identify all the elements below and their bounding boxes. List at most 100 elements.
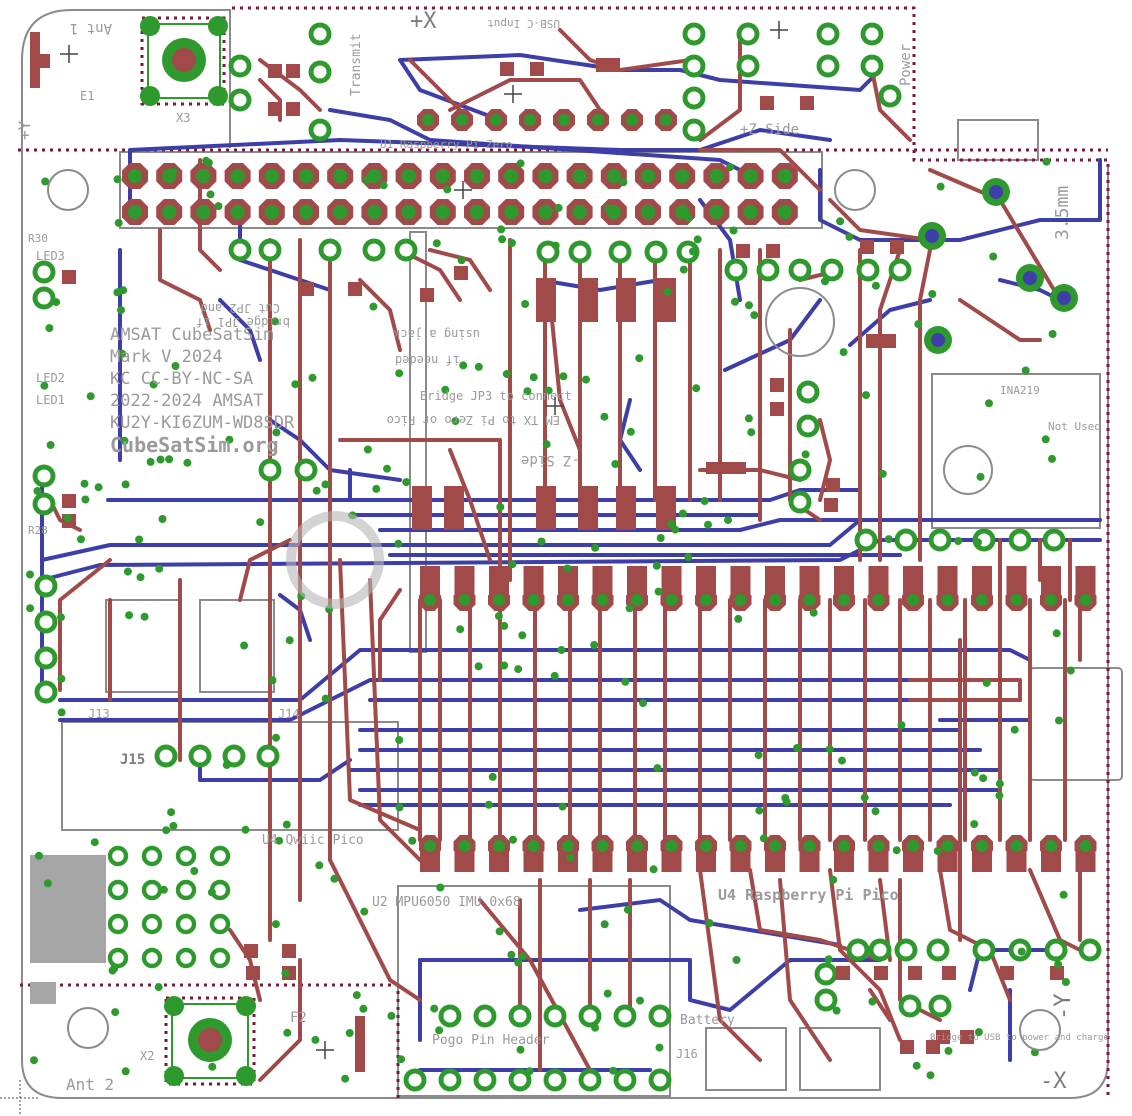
via-icon bbox=[591, 543, 600, 552]
via-icon bbox=[926, 1071, 935, 1080]
pad-icon bbox=[788, 258, 812, 282]
pad-hole bbox=[975, 839, 989, 853]
mark-version: Mark V 2024 bbox=[110, 347, 223, 367]
pad-icon bbox=[308, 22, 332, 46]
not-used-label: Not Used bbox=[1048, 420, 1101, 433]
mounting-pad bbox=[30, 982, 56, 1004]
pad-hole bbox=[768, 839, 782, 853]
smd-pad bbox=[454, 566, 475, 596]
pad-hole bbox=[872, 593, 885, 607]
pad-icon bbox=[814, 962, 838, 986]
via-icon bbox=[1010, 725, 1019, 734]
pad-hole bbox=[777, 204, 792, 220]
via-icon bbox=[240, 641, 249, 650]
via-icon bbox=[312, 486, 321, 495]
pad-icon bbox=[854, 528, 878, 552]
via-icon bbox=[516, 159, 525, 168]
silkscreen-labels: Ant 1 Ant 2 Transmit Power USB-C Input +… bbox=[15, 9, 1109, 1094]
marker-pads bbox=[30, 32, 746, 1072]
j15-label: J15 bbox=[120, 752, 145, 768]
pad-icon bbox=[175, 947, 197, 969]
via-icon bbox=[281, 969, 290, 978]
via-icon bbox=[514, 665, 523, 674]
pad-icon bbox=[141, 947, 163, 969]
via-icon bbox=[871, 807, 880, 816]
bridge-jp1-note: bridge JP1 if bbox=[196, 315, 290, 329]
transmit-label: Transmit bbox=[349, 33, 364, 96]
via-icon bbox=[80, 479, 89, 488]
pad-icon bbox=[578, 1068, 602, 1092]
via-icon bbox=[108, 966, 117, 975]
mounting-hole-icon bbox=[1019, 1009, 1061, 1051]
pad-hole bbox=[837, 839, 851, 853]
led1-label: LED1 bbox=[36, 393, 65, 407]
jack-hole bbox=[931, 333, 945, 347]
via-icon bbox=[995, 779, 1004, 788]
smd-pad bbox=[937, 566, 958, 596]
via-icon bbox=[271, 920, 280, 929]
via-icon bbox=[383, 464, 391, 473]
via-icon bbox=[656, 534, 665, 542]
smd-pad bbox=[244, 944, 258, 958]
via-icon bbox=[1052, 629, 1061, 638]
via-icon bbox=[1061, 978, 1070, 986]
side-x-plus-label: +X bbox=[410, 9, 437, 34]
via-icon bbox=[744, 414, 753, 423]
j13-label: J13 bbox=[88, 707, 110, 721]
pad-icon bbox=[1078, 938, 1102, 962]
pad-hole bbox=[527, 839, 540, 853]
pad-hole bbox=[1010, 593, 1023, 607]
via-icon bbox=[52, 298, 61, 307]
pad-icon bbox=[682, 118, 706, 142]
smd-pad bbox=[530, 62, 544, 76]
pad-hole bbox=[538, 168, 553, 184]
pad-icon bbox=[438, 1004, 462, 1028]
pad-hole bbox=[492, 839, 506, 853]
via-icon bbox=[57, 674, 66, 683]
pad-hole bbox=[527, 593, 540, 607]
power-label: Power bbox=[898, 44, 914, 86]
pad-icon bbox=[816, 54, 840, 78]
via-icon bbox=[77, 535, 85, 544]
via-icon bbox=[509, 835, 517, 844]
via-icon bbox=[692, 384, 701, 393]
via-icon bbox=[829, 875, 838, 884]
via-icon bbox=[395, 803, 404, 812]
via-icon bbox=[369, 302, 378, 311]
via-icon bbox=[321, 694, 330, 703]
smd-pad bbox=[606, 58, 620, 72]
pad-icon bbox=[788, 490, 812, 514]
via-icon bbox=[372, 484, 381, 493]
pad-icon bbox=[608, 240, 632, 264]
via-icon bbox=[653, 764, 662, 773]
via-icon bbox=[542, 440, 551, 449]
via-icon bbox=[559, 372, 568, 381]
pad-icon bbox=[394, 238, 418, 262]
pad-hole bbox=[572, 168, 587, 184]
via-icon bbox=[360, 907, 369, 916]
via-icon bbox=[459, 361, 468, 370]
smd-pad bbox=[661, 566, 682, 596]
via-icon bbox=[566, 853, 575, 862]
via-icon bbox=[321, 480, 330, 489]
pad-hole bbox=[734, 593, 747, 607]
pad-icon bbox=[928, 994, 952, 1018]
via-icon bbox=[636, 996, 644, 1005]
pad-icon bbox=[209, 947, 231, 969]
via-icon bbox=[639, 699, 647, 708]
pad-hole bbox=[596, 593, 609, 607]
smd-pad bbox=[799, 566, 820, 596]
via-icon bbox=[521, 300, 530, 308]
via-icon bbox=[525, 1067, 534, 1076]
via-icon bbox=[394, 539, 403, 548]
e1-label: E1 bbox=[80, 89, 94, 103]
via-icon bbox=[925, 242, 934, 251]
pad-hole bbox=[941, 839, 954, 853]
pad-hole bbox=[162, 204, 177, 220]
smd-pad bbox=[882, 334, 896, 348]
via-icon bbox=[516, 1045, 525, 1054]
x3-label: X3 bbox=[176, 111, 190, 125]
smd-pad bbox=[926, 1040, 940, 1054]
via-icon bbox=[57, 613, 65, 622]
via-icon bbox=[731, 297, 739, 306]
